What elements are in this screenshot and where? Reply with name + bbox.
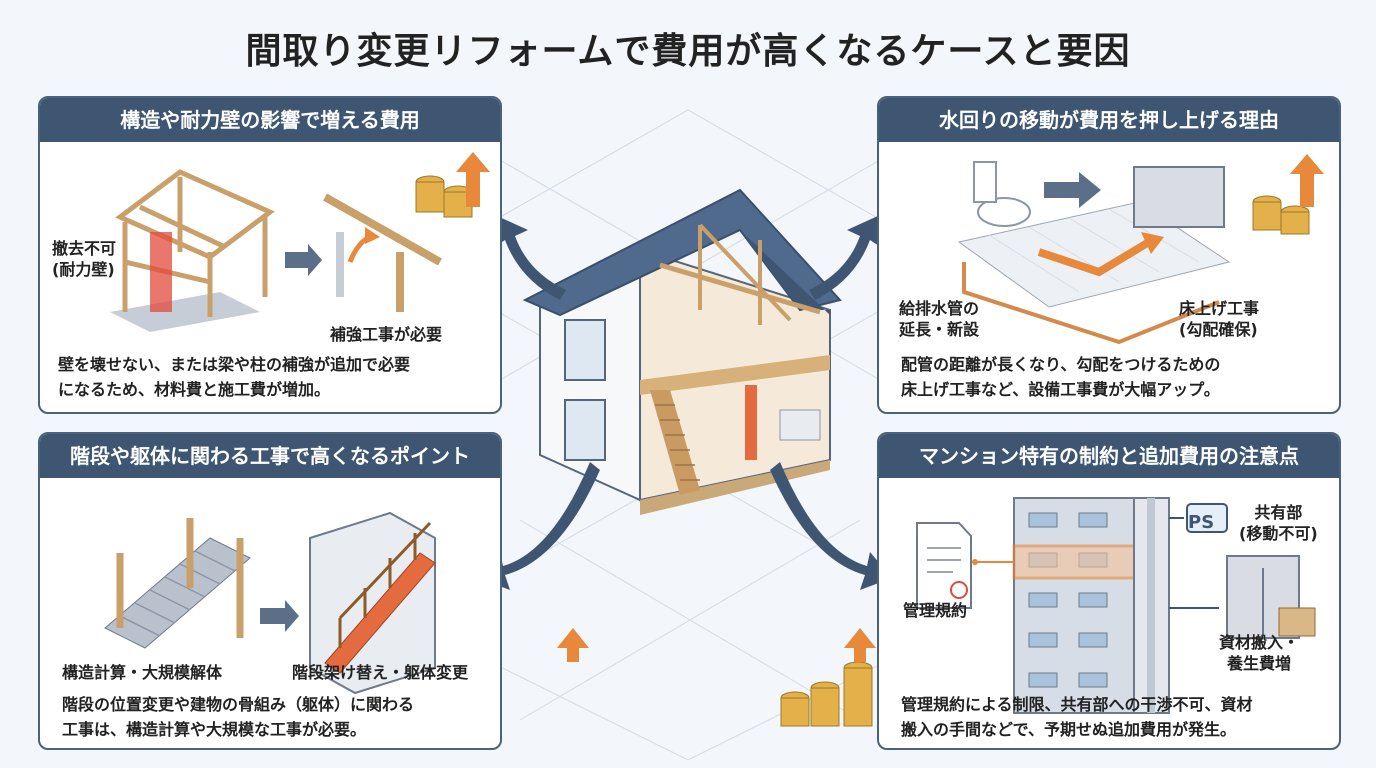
panel-structure: 構造や耐力壁の影響で増える費用 撤去不可 (耐力壁) 補強工事が必要 壁を壊せな… [38, 96, 502, 414]
up-arrow-icon [1290, 154, 1324, 207]
panel-mansion: マンション特有の制約と追加費用の注意点 PS 共有部 (移動不可) 管理規約 [877, 432, 1341, 750]
plumbing-illustration [957, 154, 1324, 345]
label-materials: 資材搬入・ 養生費増 [1219, 633, 1300, 673]
label-wall: 撤去不可 (耐力壁) [52, 239, 117, 279]
mansion-illustration [916, 497, 1316, 714]
label-rules: 管理規約 [903, 601, 968, 620]
box-icon [1278, 607, 1316, 637]
mansion-description: 管理規約による制限、共有部への干渉不可、資材 搬入の手間などで、予期せぬ追加費用… [901, 695, 1253, 739]
up-arrow-icon [456, 152, 490, 207]
panel-stairs-heading: 階段や躯体に関わる工事で高くなるポイント [40, 434, 500, 478]
document-icon [916, 522, 972, 609]
panel-plumbing-heading: 水回りの移動が費用を押し上げる理由 [879, 98, 1339, 142]
label-pipes: 給排水管の 延長・新設 [899, 299, 980, 339]
panel-structure-heading: 構造や耐力壁の影響で増える費用 [40, 98, 500, 142]
house-cutaway [522, 188, 842, 515]
panel-mansion-heading: マンション特有の制約と追加費用の注意点 [879, 434, 1339, 478]
structure-illustration [110, 152, 490, 332]
label-common: 共有部 (移動不可) [1239, 503, 1318, 543]
coin-stack-icon [415, 175, 473, 218]
panel-plumbing: 水回りの移動が費用を押し上げる理由 給排水管の 延長・新設 床上げ工事 (勾配確… [877, 96, 1341, 414]
panel-stairs: 階段や躯体に関わる工事で高くなるポイント 構造計算・大 [38, 432, 502, 750]
label-reinforce: 補強工事が必要 [330, 325, 443, 344]
toilet-icon [977, 197, 1031, 227]
stairs-illustration [104, 511, 436, 695]
stairs-description: 階段の位置変更や建物の骨組み（躯体）に関わる 工事は、構造計算や大規模な工事が必… [62, 695, 415, 739]
coin-stack-icon [1252, 195, 1310, 235]
label-replace: 階段架け替え・躯体変更 [292, 663, 469, 682]
page-title: 間取り変更リフォームで費用が高くなるケースと要因 [245, 31, 1131, 72]
label-ps: PS [1188, 512, 1215, 533]
label-calc: 構造計算・大規模解体 [62, 663, 223, 682]
structure-description: 壁を壊せない、または梁や柱の補強が追加で必要 になるため、材料費と施工費が増加。 [58, 355, 411, 399]
label-floor: 床上げ工事 (勾配確保) [1179, 299, 1260, 339]
plumbing-description: 配管の距離が長くなり、勾配をつけるための 床上げ工事など、設備工事費が大幅アップ… [901, 355, 1221, 399]
kitchen-icon [1133, 166, 1225, 228]
